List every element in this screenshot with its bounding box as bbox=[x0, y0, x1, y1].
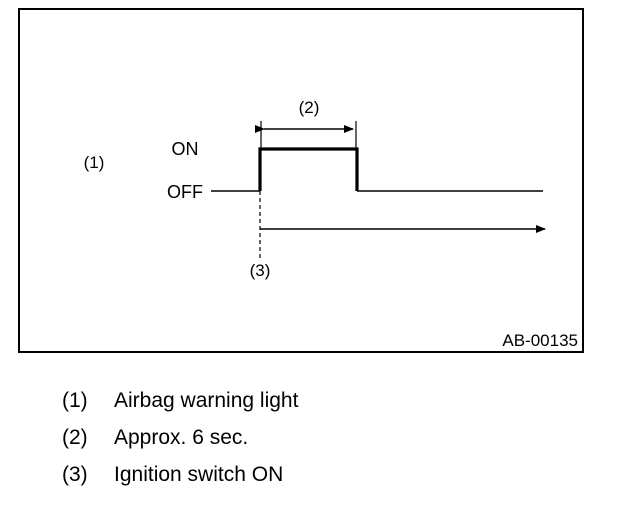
legend-text: Airbag warning light bbox=[114, 389, 299, 412]
legend-text: Approx. 6 sec. bbox=[114, 426, 249, 449]
diagram-frame bbox=[18, 8, 584, 353]
legend-item: (2) Approx. 6 sec. bbox=[62, 419, 298, 456]
level-off-label: OFF bbox=[167, 182, 203, 202]
legend-number: (2) bbox=[62, 426, 88, 449]
signal-label: (1) bbox=[84, 153, 105, 172]
trigger-label: (3) bbox=[250, 261, 271, 280]
legend-number: (3) bbox=[62, 463, 88, 486]
duration-label: (2) bbox=[299, 98, 320, 117]
legend-item: (3) Ignition switch ON bbox=[62, 456, 298, 493]
figure-code: AB-00135 bbox=[502, 331, 578, 350]
legend-text: Ignition switch ON bbox=[114, 463, 284, 486]
signal-pulse bbox=[258, 147, 359, 191]
legend: (1) Airbag warning light (2) Approx. 6 s… bbox=[62, 382, 298, 493]
level-on-label: ON bbox=[172, 139, 199, 159]
legend-number: (1) bbox=[62, 389, 88, 412]
legend-item: (1) Airbag warning light bbox=[62, 382, 298, 419]
